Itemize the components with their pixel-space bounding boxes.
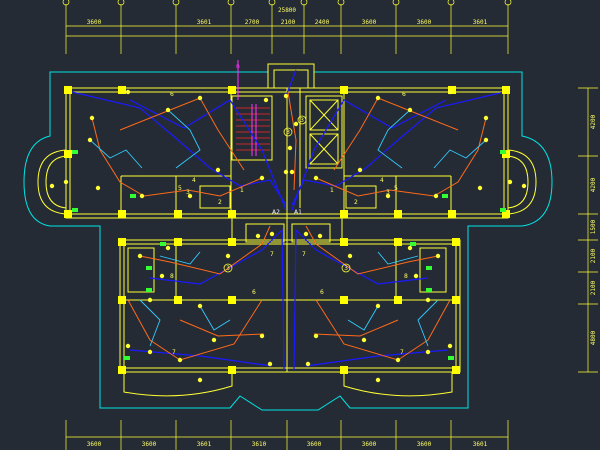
- bottom-dim-8: 3601: [473, 441, 488, 448]
- circuit-blue: [71, 69, 505, 371]
- right-dimension-chain: [578, 87, 598, 373]
- room-number: 3: [186, 189, 190, 196]
- top-dim-2: 3601: [197, 19, 212, 26]
- room-number: 5: [394, 185, 398, 192]
- bottom-dim-7: 3600: [417, 441, 432, 448]
- top-dim-5: 2400: [315, 19, 330, 26]
- right-dim-2: 4200: [590, 177, 597, 192]
- right-dim-5: 2100: [590, 280, 597, 295]
- building-outline: [23, 63, 553, 411]
- bottom-dim-1: 3600: [87, 441, 102, 448]
- room-number: 7: [302, 251, 306, 258]
- top-dimension-chain: [62, 0, 512, 54]
- circled-number-marks: [223, 115, 351, 273]
- room-number: 1: [330, 187, 334, 194]
- room-number: 2: [218, 199, 222, 206]
- room-number: 1: [240, 187, 244, 194]
- room-number: 3: [386, 189, 390, 196]
- top-dim-3: 2700: [245, 19, 260, 26]
- circled-number-1: 3: [300, 117, 304, 124]
- top-dim-7: 3600: [417, 19, 432, 26]
- circuit-cyan: [89, 109, 487, 347]
- room-number: 4: [380, 177, 384, 184]
- circled-number-2: 3: [286, 129, 290, 136]
- room-number: 6: [402, 91, 406, 98]
- circled-number-4: 3: [344, 265, 348, 272]
- top-dim-6: 3600: [362, 19, 377, 26]
- room-number: 6: [320, 289, 324, 296]
- bottom-dim-3: 3601: [197, 441, 212, 448]
- bottom-dim-2: 3600: [142, 441, 157, 448]
- room-number: 2: [354, 199, 358, 206]
- green-markers: [72, 150, 506, 360]
- right-dim-4: 2100: [590, 248, 597, 263]
- right-dim-1: 4200: [590, 114, 597, 129]
- stair-treads: [236, 107, 270, 151]
- room-number: 8: [404, 273, 408, 280]
- total-dimension: 25800: [278, 7, 296, 14]
- room-number: 5: [178, 185, 182, 192]
- room-number: 6: [170, 91, 174, 98]
- top-dim-8: 3601: [473, 19, 488, 26]
- right-dim-3: 1500: [590, 219, 597, 234]
- bottom-dimension-chain: [65, 420, 509, 450]
- bottom-dim-5: 3600: [307, 441, 322, 448]
- riser-label: n: [236, 63, 240, 70]
- top-dim-4: 2100: [281, 19, 296, 26]
- fixture-points: [49, 89, 527, 383]
- room-number: 6: [252, 289, 256, 296]
- room-number: 7: [270, 251, 274, 258]
- room-number: 8: [170, 273, 174, 280]
- top-dim-1: 3600: [87, 19, 102, 26]
- circled-number-3: 3: [226, 265, 230, 272]
- center-label-right: A1: [294, 209, 302, 216]
- bottom-dim-4: 3610: [252, 441, 267, 448]
- room-number: 7: [172, 349, 176, 356]
- room-number: 4: [192, 177, 196, 184]
- room-number: 7: [400, 349, 404, 356]
- center-label-left: A2: [272, 209, 280, 216]
- bottom-dim-6: 3600: [362, 441, 377, 448]
- right-dim-6: 4800: [590, 330, 597, 345]
- stair-handrail: [237, 60, 257, 156]
